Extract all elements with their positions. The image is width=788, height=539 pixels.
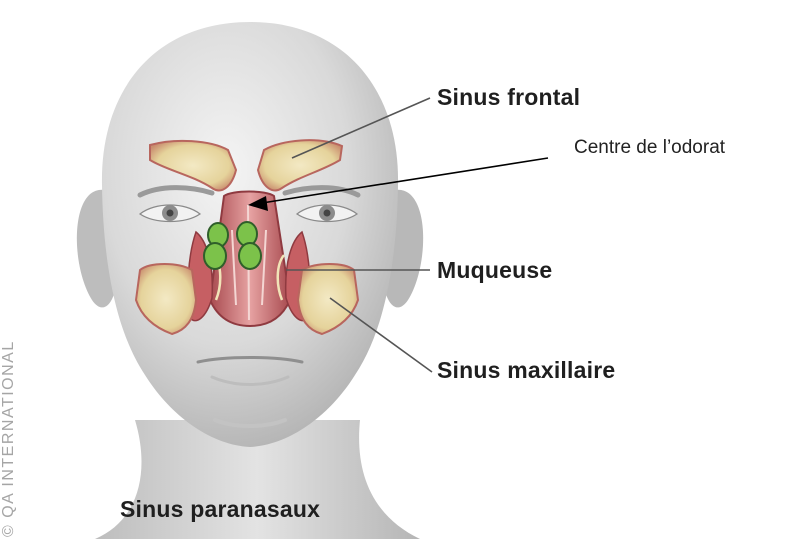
olfactory-marker [239,243,261,269]
copyright-credit: © QA INTERNATIONAL [0,297,18,537]
label-muqueuse: Muqueuse [437,257,552,284]
label-sinus-maxillaire: Sinus maxillaire [437,357,615,384]
olfactory-marker [237,222,257,246]
olfactory-marker [204,243,226,269]
label-sinus-frontal: Sinus frontal [437,84,580,111]
label-centre-odorat: Centre de l’odorat [574,137,725,159]
diagram-title: Sinus paranasaux [120,496,320,523]
